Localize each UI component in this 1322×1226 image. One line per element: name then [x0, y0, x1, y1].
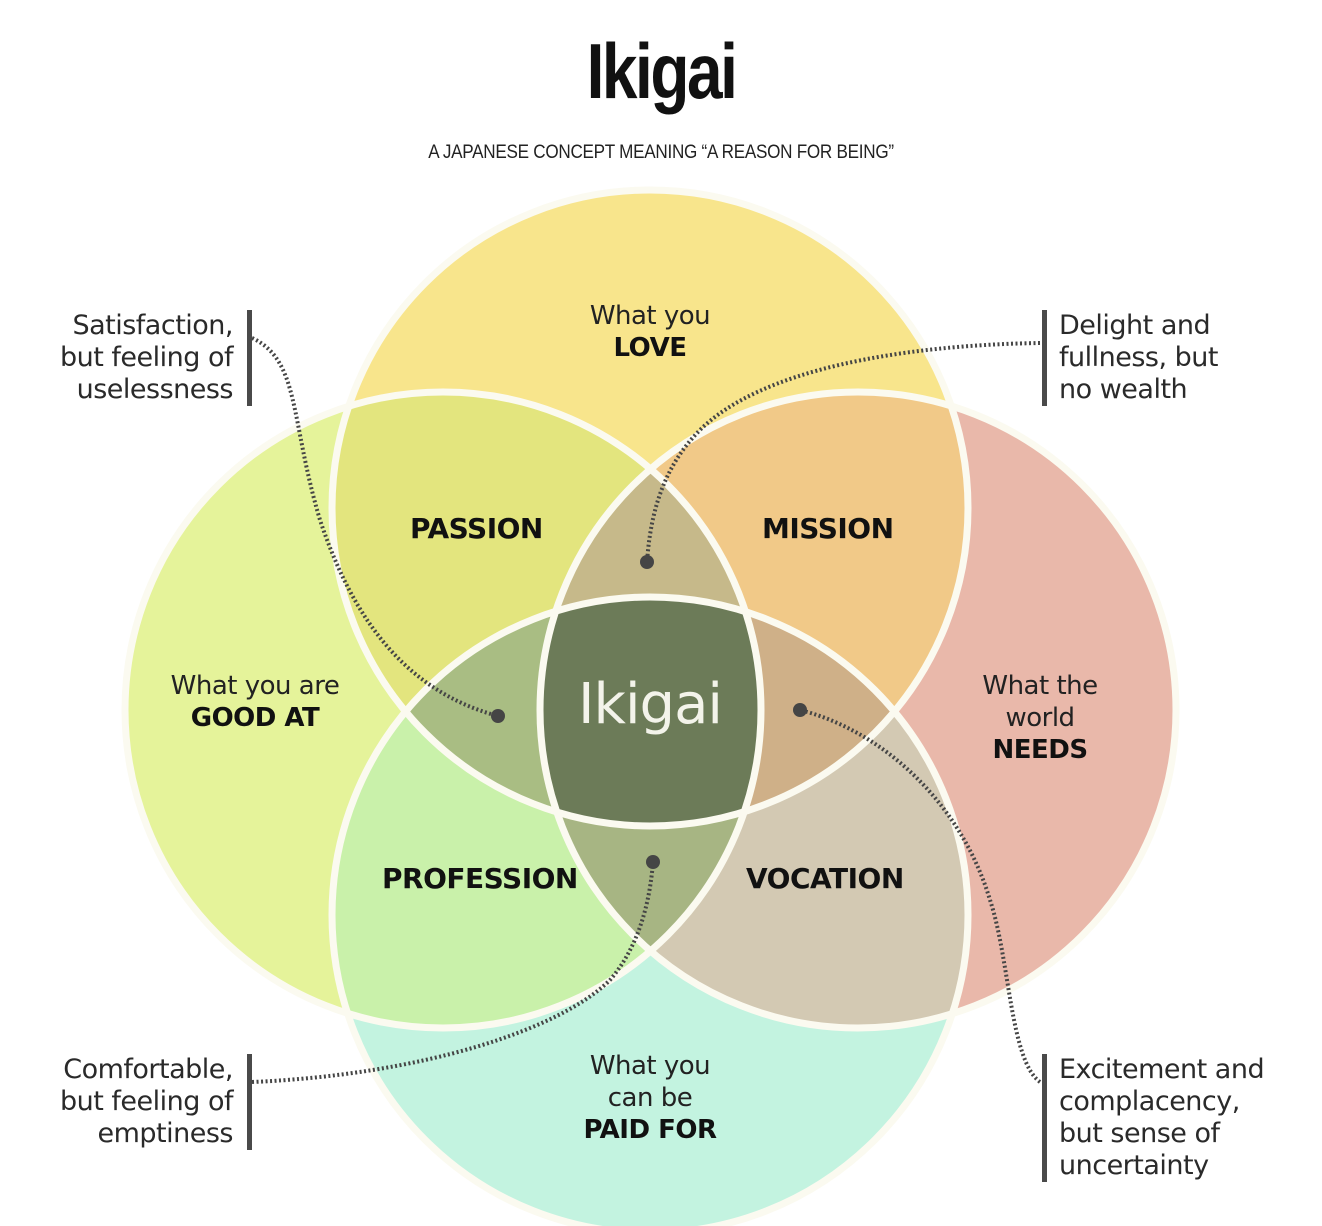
page-title: Ikigai [586, 27, 738, 115]
callout-line: uncertainty [1059, 1150, 1209, 1181]
outline-needs [536, 388, 1180, 1032]
callout-line: but sense of [1059, 1118, 1220, 1149]
callout-line: but feeling of [59, 1086, 234, 1117]
region-goodat-needs-paid [540, 597, 761, 1028]
outline-good-at [121, 388, 765, 1032]
callout-line: fullness, but [1059, 342, 1218, 373]
zone-label-vocation: VOCATION [746, 862, 904, 895]
leader-line-top-right [645, 341, 1041, 563]
good-at-line1: What you are [170, 671, 340, 701]
paid-for-line2: can be [607, 1083, 693, 1113]
zone-label-passion: PASSION [410, 512, 543, 545]
paid-for-line1: What you [589, 1051, 711, 1081]
leader-dot-bottom-left [646, 855, 660, 869]
callout-line: but feeling of [59, 342, 234, 373]
outline-love [328, 186, 972, 830]
paid-for-strong: PAID FOR [583, 1115, 717, 1145]
circle-label-love: What you LOVE [550, 300, 750, 364]
love-strong: LOVE [613, 333, 687, 363]
leader-line-top-left [251, 336, 499, 718]
callout-line: Delight and [1059, 310, 1211, 341]
leader-dot-top-right [640, 555, 654, 569]
callout-bottom-left: Comfortable, but feeling of emptiness [60, 1054, 252, 1150]
callout-top-right: Delight and fullness, but no wealth [1042, 310, 1218, 406]
callout-line: Satisfaction, [72, 310, 233, 341]
region-love-goodat-paid [332, 597, 761, 826]
outline-paid-for [328, 593, 972, 1226]
leader-line-bottom-right [799, 708, 1042, 1084]
callout-line: Comfortable, [63, 1054, 233, 1085]
needs-line2: world [1005, 703, 1075, 733]
needs-strong: NEEDS [992, 735, 1088, 765]
callout-line: uselessness [76, 374, 234, 405]
region-love-goodat-needs [540, 392, 761, 826]
good-at-strong: GOOD AT [190, 703, 320, 733]
page-subtitle: A JAPANESE CONCEPT MEANING “A REASON FOR… [428, 142, 894, 163]
love-line1: What you [589, 301, 711, 331]
callout-top-left: Satisfaction, but feeling of uselessness [60, 310, 252, 406]
center-label-ikigai: Ikigai [578, 672, 723, 737]
leader-line-bottom-left [251, 861, 655, 1084]
circle-label-needs: What the world NEEDS [950, 670, 1130, 766]
circle-label-good-at: What you are GOOD AT [150, 670, 360, 734]
callout-line: Excitement and [1059, 1054, 1265, 1085]
callout-line: emptiness [97, 1118, 234, 1149]
callout-line: no wealth [1059, 374, 1188, 405]
circle-label-paid-for: What you can be PAID FOR [550, 1050, 750, 1146]
region-love-needs-paid [540, 597, 968, 826]
leader-dot-top-left [491, 709, 505, 723]
zone-label-mission: MISSION [762, 512, 894, 545]
needs-line1: What the [982, 671, 1098, 701]
leader-dot-bottom-right [793, 703, 807, 717]
callout-bottom-right: Excitement and complacency, but sense of… [1042, 1054, 1265, 1182]
callout-line: complacency, [1059, 1086, 1240, 1117]
zone-label-profession: PROFESSION [382, 862, 578, 895]
